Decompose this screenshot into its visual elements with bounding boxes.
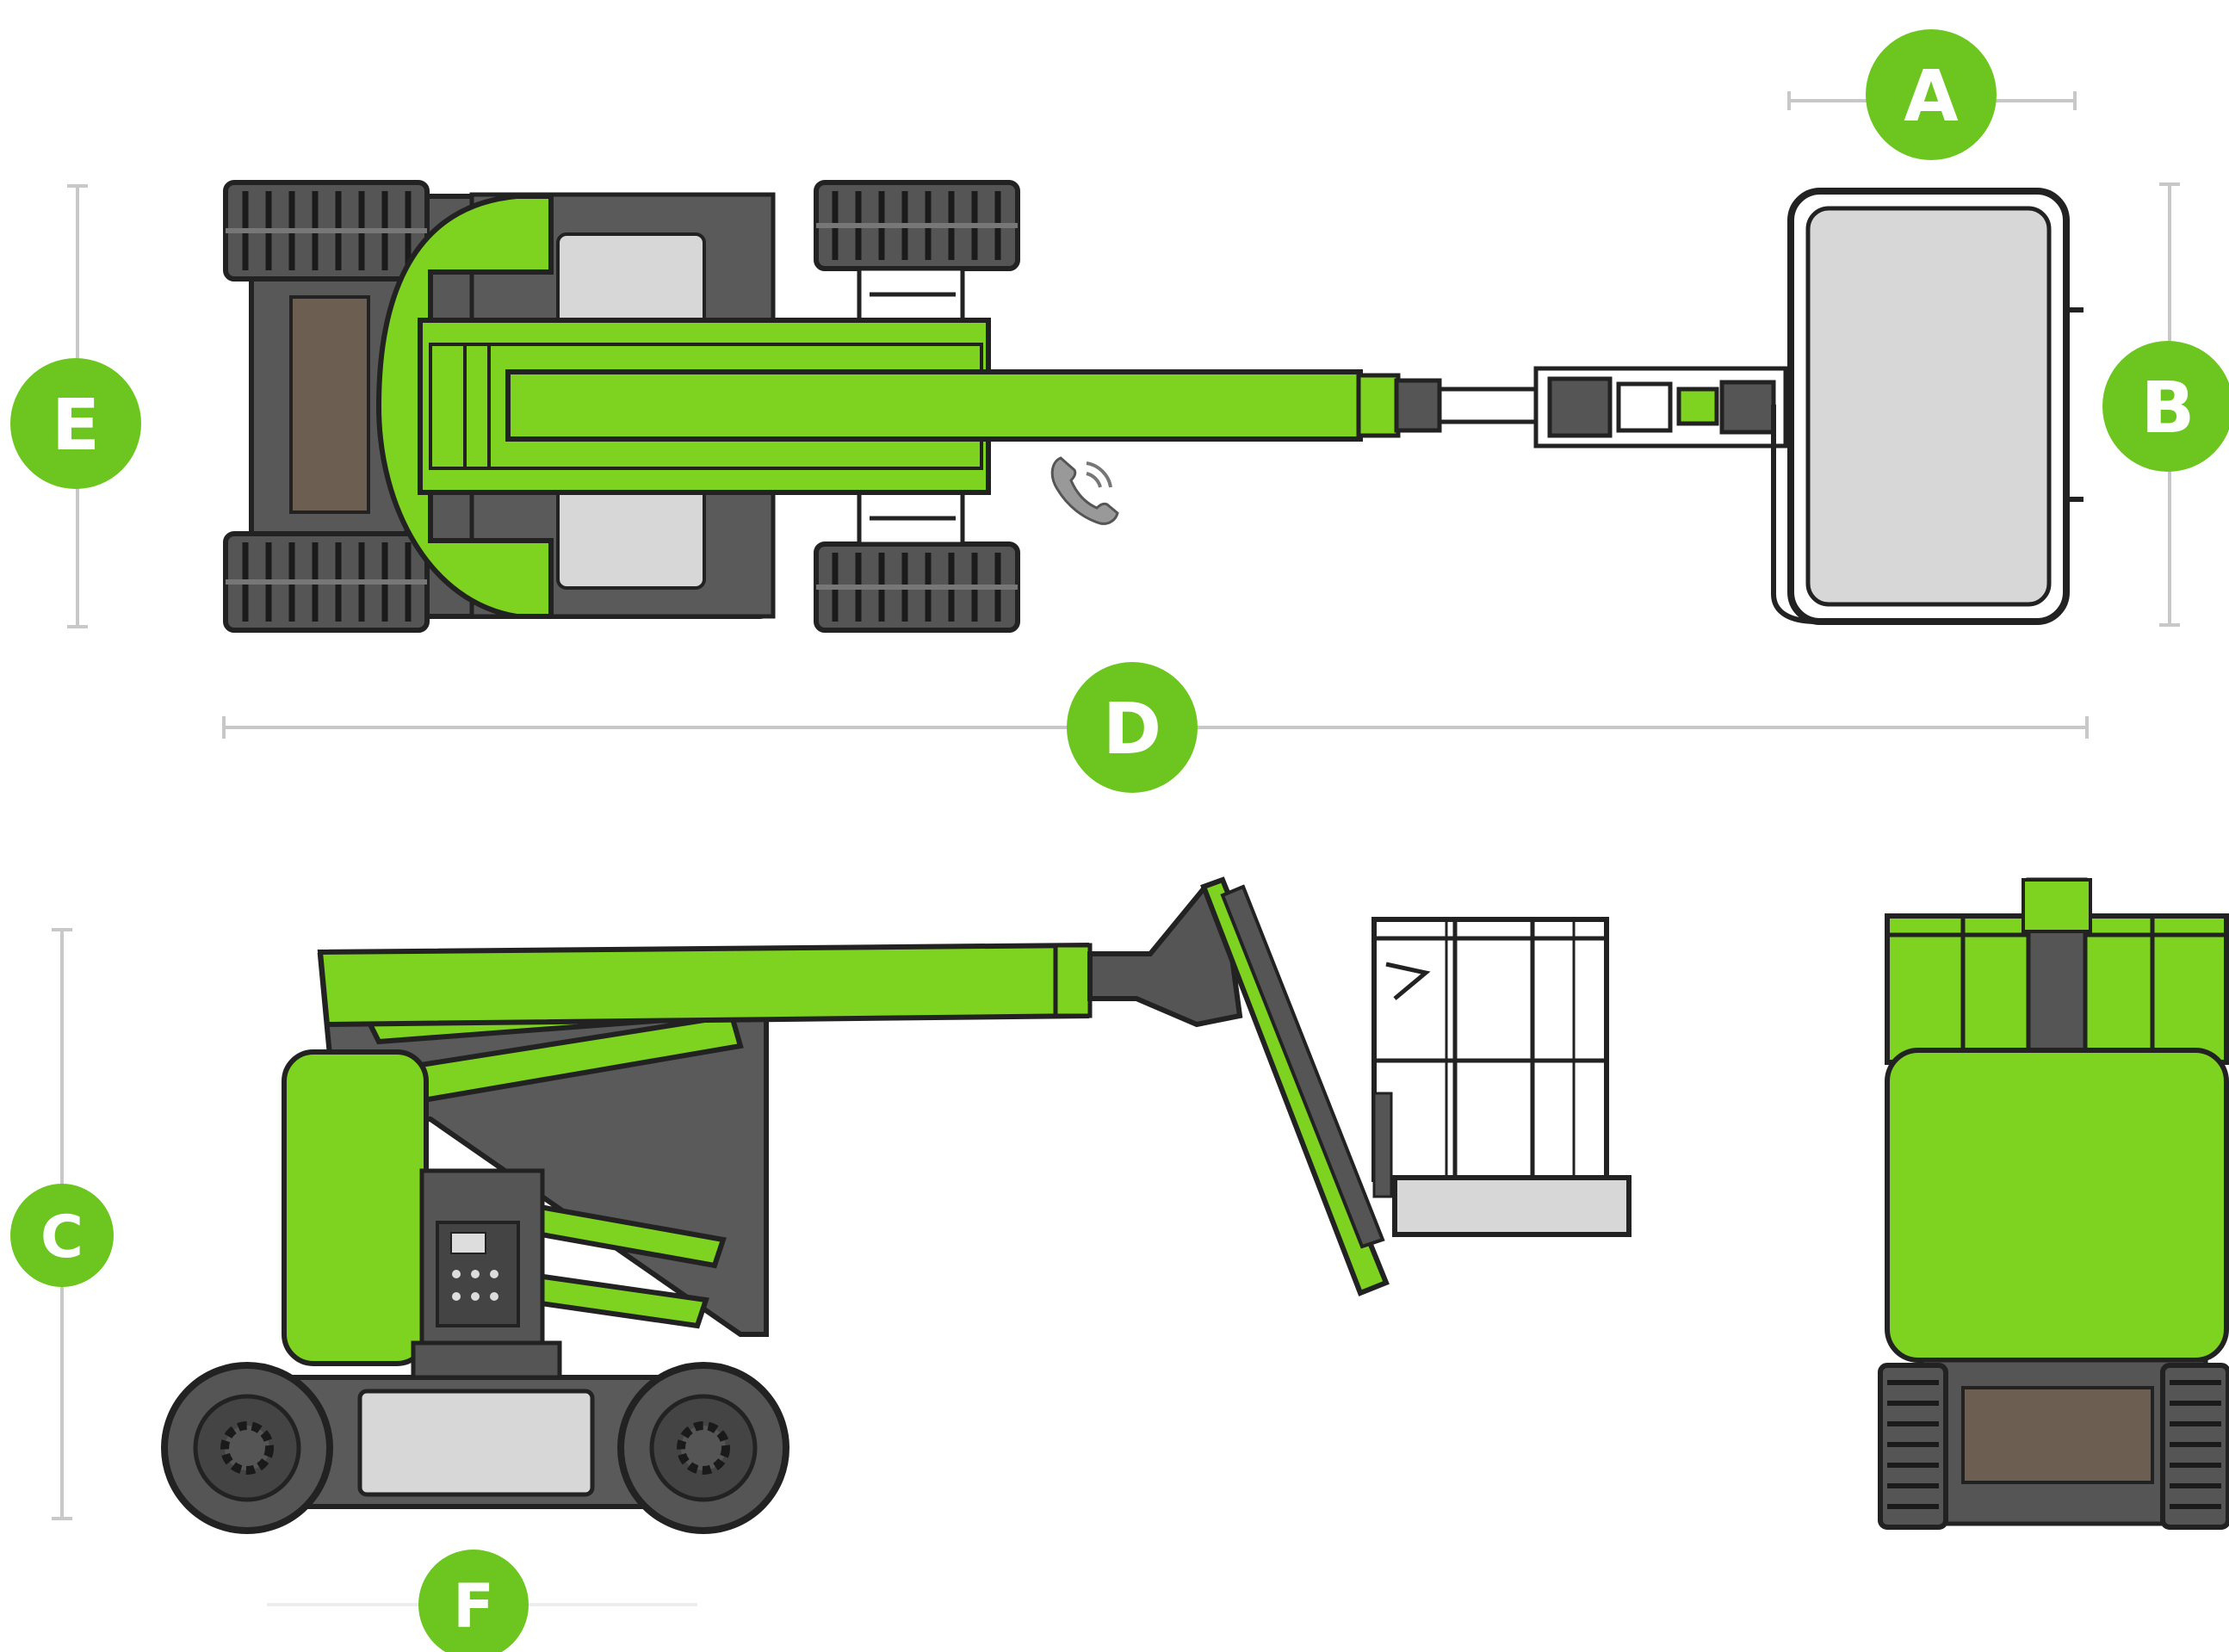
top-panel-lower — [556, 485, 706, 590]
dim-label-f: F — [453, 1571, 494, 1642]
side-jib-arm-dark — [1220, 884, 1385, 1249]
top-tire-front-upper — [814, 180, 1020, 271]
top-rear-mechanism — [289, 295, 370, 514]
rear-tire-left — [1878, 1363, 1948, 1530]
dim-label-c: C — [40, 1203, 84, 1271]
top-boom — [418, 318, 1442, 495]
dim-label-b: B — [2141, 368, 2195, 449]
dim-badge-e: E — [10, 358, 141, 489]
dim-label-d: D — [1103, 689, 1161, 770]
rear-mast-top — [2022, 878, 2092, 933]
phone-icon — [1050, 456, 1119, 525]
top-jib — [1437, 366, 1788, 449]
side-basket — [1371, 917, 1632, 1237]
dim-badge-d: D — [1067, 662, 1198, 793]
side-turret-bearing — [411, 1340, 562, 1380]
top-tire-front-lower — [814, 541, 1020, 633]
dim-label-a: A — [1904, 56, 1959, 138]
top-tire-rear-upper — [223, 180, 430, 282]
side-turret — [282, 1049, 429, 1366]
side-wheel-rear — [161, 1362, 333, 1534]
dim-badge-b: B — [2102, 341, 2229, 472]
top-turret — [375, 194, 554, 619]
dim-label-e: E — [52, 385, 100, 467]
rear-chassis-mech — [1961, 1386, 2154, 1484]
rear-turret — [1885, 1048, 2229, 1363]
side-chassis-panel — [357, 1389, 595, 1497]
side-view — [161, 876, 1632, 1534]
dimension-badges: A B E D C F — [10, 29, 2229, 1652]
rear-tire-right — [2160, 1363, 2229, 1530]
dim-badge-f: F — [418, 1550, 529, 1652]
side-boom-tip — [1053, 943, 1093, 1018]
side-wheel-front — [617, 1362, 789, 1534]
dim-badge-a: A — [1866, 29, 1997, 160]
dim-badge-c: C — [10, 1184, 114, 1287]
top-view — [223, 180, 2083, 633]
side-main-boom — [317, 942, 1089, 1028]
side-control-box — [436, 1221, 520, 1327]
top-basket — [1771, 188, 2083, 625]
rear-view — [1878, 877, 2229, 1530]
side-jib-knuckle — [1087, 884, 1243, 1028]
top-tire-rear-lower — [223, 531, 430, 633]
top-steering-linkage — [857, 266, 965, 547]
